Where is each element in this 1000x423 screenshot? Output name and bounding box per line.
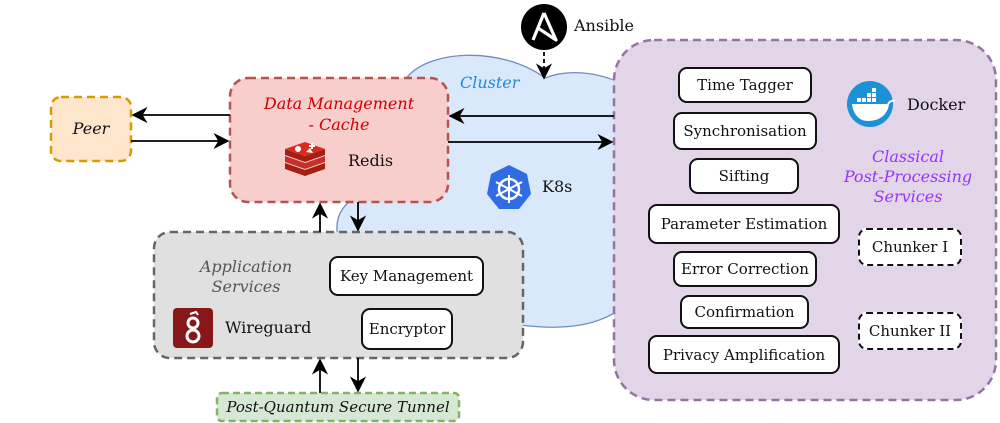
chunker-2-box[interactable]: Chunker II [858, 312, 962, 350]
pipeline-time-tagger[interactable]: Time Tagger [678, 67, 812, 103]
pq-tunnel-label: Post-Quantum Secure Tunnel [226, 398, 450, 416]
redis-icon [285, 142, 325, 176]
pipeline-confirmation[interactable]: Confirmation [680, 295, 809, 329]
pipeline-sifting[interactable]: Sifting [689, 158, 799, 194]
docker-icon [847, 81, 896, 127]
chunker-1-box[interactable]: Chunker I [858, 228, 962, 266]
cpp-title-line3: Services [873, 187, 943, 206]
key-management-box[interactable]: Key Management [329, 256, 484, 296]
app-services-title-line1: Application [199, 257, 293, 276]
wireguard-icon [173, 308, 213, 348]
pipeline-synchronisation[interactable]: Synchronisation [673, 112, 817, 150]
k8s-label: K8s [542, 177, 573, 196]
redis-label: Redis [348, 151, 394, 170]
docker-label: Docker [907, 95, 966, 114]
pipeline-error-correction[interactable]: Error Correction [673, 251, 817, 287]
cache-node[interactable] [228, 76, 450, 204]
wireguard-label: Wireguard [225, 318, 312, 337]
pq-tunnel-node[interactable] [215, 391, 461, 423]
app-services-title-line2: Services [211, 277, 281, 296]
cluster-title: Cluster [460, 73, 520, 92]
peer-node[interactable] [49, 95, 133, 163]
ansible-label: Ansible [574, 16, 635, 35]
pipeline-privacy-amplification[interactable]: Privacy Amplification [648, 335, 840, 374]
cpp-title-line1: Classical [871, 147, 945, 166]
cache-title-line2: - Cache [308, 115, 370, 134]
peer-label: Peer [72, 119, 110, 138]
kubernetes-icon [487, 165, 531, 209]
pipeline-parameter-estimation[interactable]: Parameter Estimation [648, 204, 840, 244]
cache-title-line1: Data Management [263, 94, 415, 113]
encryptor-box[interactable]: Encryptor [361, 308, 453, 350]
ansible-icon [521, 4, 567, 50]
cpp-title-line2: Post-Processing [843, 167, 973, 186]
